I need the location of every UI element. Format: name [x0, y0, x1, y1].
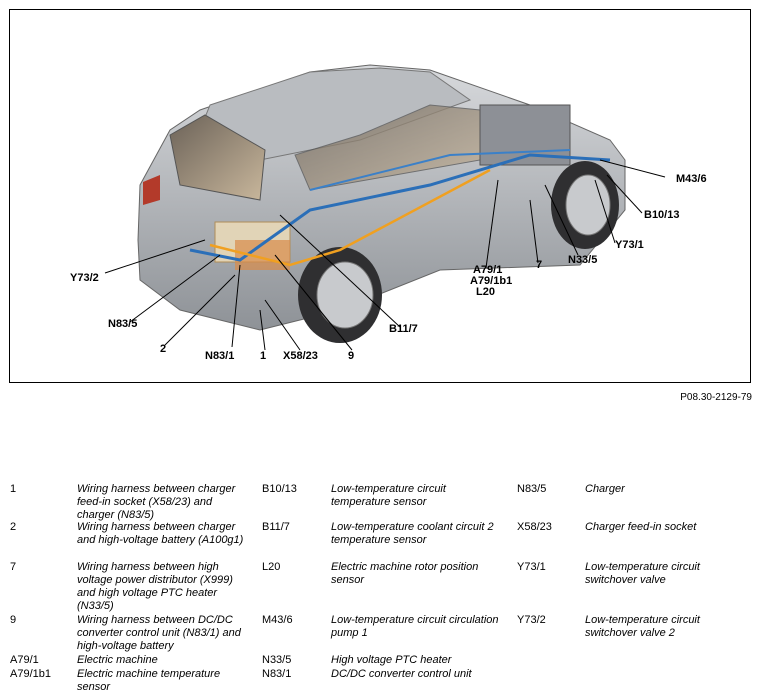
coolant-line	[309, 149, 571, 191]
callout-l20: L20	[476, 286, 495, 298]
callout-2: 2	[160, 343, 167, 355]
legend-desc: Low-temperature circuit switchover valve…	[585, 614, 700, 639]
callout-m43-6: M43/6	[676, 173, 707, 185]
rear-window	[169, 114, 266, 201]
legend-code: X58/23	[517, 521, 552, 533]
callout-b11-7: B11/7	[389, 323, 418, 335]
callout-7: 7	[536, 259, 543, 271]
legend-code: 9	[10, 614, 17, 626]
leader-lines	[104, 159, 666, 351]
rear-wheel	[298, 247, 382, 343]
legend-desc: Electric machine	[77, 654, 158, 666]
front-wheel	[551, 161, 619, 249]
callout-n83-1: N83/1	[205, 350, 235, 362]
callout-x58-23: X58/23	[283, 350, 318, 362]
legend-desc: Charger feed-in socket	[585, 521, 697, 533]
legend-code: N83/5	[517, 483, 547, 495]
legend-desc: Electric machine temperature sensor	[77, 668, 221, 693]
legend-code: 2	[10, 521, 17, 533]
legend-code: Y73/2	[517, 614, 546, 626]
legend-code: 1	[10, 483, 17, 495]
callout-a79-1b1: A79/1b1	[470, 275, 513, 287]
legend-code: B11/7	[262, 521, 290, 533]
legend-code: B10/13	[262, 483, 297, 495]
legend-code: N83/1	[262, 668, 292, 680]
legend-desc: Wiring harness between charger feed-in s…	[77, 483, 236, 521]
callout-n33-5: N33/5	[568, 254, 598, 266]
vehicle-illustration-frame: M43/6 B10/13 Y73/1 N33/5 7 A79/1 A79/1b1…	[9, 9, 751, 383]
callout-b10-13: B10/13	[644, 209, 680, 221]
legend-desc: Wiring harness between high voltage powe…	[77, 561, 233, 612]
legend-code: 7	[10, 561, 17, 573]
legend-desc: Low-temperature circuit switchover valve	[585, 561, 700, 586]
legend-desc: High voltage PTC heater	[331, 654, 452, 666]
legend-desc: Low-temperature circuit temperature sens…	[331, 483, 446, 508]
legend-desc: Electric machine rotor position sensor	[331, 561, 479, 586]
legend-code: Y73/1	[517, 561, 546, 573]
legend-desc: Low-temperature coolant circuit 2 temper…	[331, 521, 494, 546]
legend-desc: Wiring harness between charger and high-…	[77, 521, 244, 546]
legend-code: M43/6	[262, 614, 293, 626]
legend-code: N33/5	[262, 654, 292, 666]
legend-code: A79/1b1	[10, 668, 51, 680]
legend-desc: Low-temperature circuit circulation pump…	[331, 614, 499, 639]
callout-y73-2: Y73/2	[70, 272, 99, 284]
callout-1: 1	[260, 350, 267, 362]
callout-n83-5: N83/5	[108, 318, 138, 330]
vehicle-illustration	[104, 64, 666, 351]
legend-code: A79/1	[10, 654, 39, 666]
hv-harness-orange	[209, 168, 491, 267]
legend-desc: DC/DC converter control unit	[331, 668, 472, 680]
figure-reference: P08.30-2129-79	[680, 392, 752, 403]
legend-desc: Wiring harness between DC/DC converter c…	[77, 614, 241, 652]
callout-y73-1: Y73/1	[615, 239, 644, 251]
callout-a79-1: A79/1	[473, 264, 503, 276]
taillight	[143, 175, 160, 205]
callout-9: 9	[348, 350, 355, 362]
hv-harness-blue	[189, 153, 611, 262]
legend-desc: Charger	[585, 483, 625, 495]
legend-code: L20	[262, 561, 281, 573]
